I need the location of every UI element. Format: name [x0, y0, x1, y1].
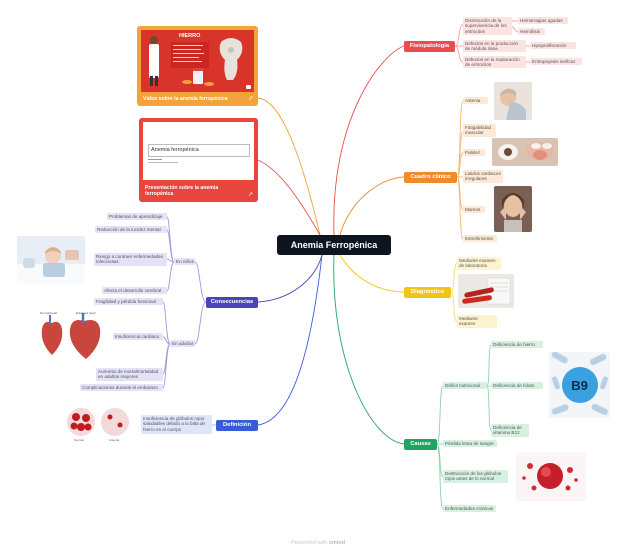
mareos-image — [494, 186, 532, 232]
cuadro-item-estrenimiento[interactable]: Estreñimiento — [463, 235, 497, 242]
ninos-reduccion-lucidez[interactable]: Reducción de la lucidez mental — [95, 226, 167, 233]
diagnostico-item-completo[interactable]: Mediante examen completo — [457, 315, 497, 328]
adultos-embarazo[interactable]: Complicaciones durante el embarazo — [80, 384, 163, 391]
red-cells-image — [516, 452, 586, 501]
consecuencias-en-adultos[interactable]: En adultos — [170, 340, 195, 347]
causas-destruccion-globulos[interactable]: Destrucción de los glóbulos rojos antes … — [443, 470, 508, 483]
external-link-icon[interactable]: ↗ — [247, 192, 253, 198]
fisio-item-3-child-1[interactable]: Eritropoyesis ineficaz — [530, 58, 582, 65]
definicion-text[interactable]: Insuficiencia de glóbulos rojos saludabl… — [141, 415, 212, 434]
heart-normal-label: Normal heart — [40, 311, 58, 315]
fisio-item-3[interactable]: Defectos en la maduración de eritrocitos — [463, 56, 526, 68]
branch-diagnostico[interactable]: Diagnóstico — [404, 287, 451, 298]
footer-brand: xmind — [328, 540, 346, 546]
cuadro-item-palidez[interactable]: Palidez — [463, 149, 485, 156]
causas-deficit-nutricional[interactable]: Déficit nutricional — [443, 382, 487, 389]
branch-cuadro-clinico[interactable]: Cuadro clínico — [404, 172, 457, 183]
video-card-title: Vídeo sobre la anemia ferropénica — [143, 96, 228, 102]
video-thumbnail[interactable]: HIERRO — [141, 30, 254, 92]
fisio-item-2[interactable]: Defectos en la producción de médula ósea — [463, 40, 526, 52]
ninos-desarrollo-cerebral[interactable]: Afecta el desarrollo cerebral — [102, 287, 167, 294]
cuadro-item-astenia[interactable]: Astenia — [463, 97, 488, 104]
presentation-card-title: Presentación sobre la anemia ferropénica — [145, 185, 219, 197]
fisio-item-1-child-2[interactable]: Hemólisis — [518, 28, 545, 35]
video-thumbnail-title: HIERRO — [179, 33, 201, 39]
causas-enfermedades-cronicas[interactable]: Enfermedades crónicas — [443, 505, 496, 512]
adultos-insuficiencia-cardiaca[interactable]: Insuficiencia cardiaca — [113, 333, 163, 340]
causas-deficit-hierro[interactable]: Deficiencia de hierro — [491, 341, 543, 348]
astenia-image — [494, 82, 532, 120]
blood-cells-comparison-image: Normal Anemia — [64, 405, 132, 444]
fisio-item-1-child-1[interactable]: Hemorragias agudas — [518, 17, 568, 24]
branch-fisiopatologia[interactable]: Fisiopatología — [404, 41, 455, 52]
adultos-mortalidad[interactable]: Aumento de mortalmortalidad en adultos m… — [96, 368, 163, 381]
adultos-fragilidad[interactable]: Fragilidad y pérdida funcional — [94, 298, 163, 305]
branch-consecuencias[interactable]: Consecuencias — [206, 297, 258, 308]
ninos-problemas-aprendizaje[interactable]: Problemas de aprendizaje — [107, 213, 167, 220]
central-topic[interactable]: Anemia Ferropénica — [277, 235, 391, 255]
branch-causas[interactable]: Causas — [404, 439, 437, 450]
video-card[interactable]: HIERRO Vídeo sobre la anemia ferropénica… — [137, 26, 258, 106]
b9-label: B9 — [571, 378, 588, 393]
lab-tubes-image — [458, 274, 514, 308]
slide-frame: Anemia ferropénica — [148, 144, 250, 157]
footer-prefix: Presented with — [290, 540, 328, 546]
causas-deficit-b12[interactable]: Deficiencia de vitamina B12 — [491, 424, 529, 437]
footer-watermark: Presented with xmind — [0, 540, 636, 546]
causas-perdida-sangre[interactable]: Pérdida lenta de sangre — [443, 440, 497, 447]
cuadro-item-fatigabilidad[interactable]: Fatigabilidad muscular — [463, 124, 496, 137]
cuadro-item-mareos[interactable]: Mareos — [463, 206, 485, 213]
ninos-riesgo-infecciosas[interactable]: Riesgo a contraer enfermedades infeccios… — [94, 253, 167, 266]
slide-title: Anemia ferropénica — [151, 147, 199, 153]
consecuencias-en-ninos[interactable]: En niños — [174, 258, 195, 265]
branch-definicion[interactable]: Definición — [216, 420, 258, 431]
blood-cells-normal-label: Normal — [74, 438, 84, 442]
causas-deficit-folato[interactable]: Deficiencia de folato — [491, 382, 543, 389]
heart-enlarged-label: Enlarged heart — [76, 311, 96, 315]
fisio-item-2-child-1[interactable]: Hipoproliferación — [530, 42, 576, 49]
diagnostico-item-laboratorio[interactable]: Mediante examen de laboratorio — [457, 257, 501, 270]
fisio-item-1[interactable]: Disminución de la supervivencia de los e… — [463, 17, 512, 35]
presentation-thumbnail[interactable]: Anemia ferropénica — [143, 122, 254, 180]
video-badge-icon — [246, 85, 251, 89]
cuadro-item-latidos[interactable]: Latidos cardiacos irregulares — [463, 170, 503, 183]
presentation-card[interactable]: Anemia ferropénica Presentación sobre la… — [139, 118, 258, 202]
b9-vitamin-image: B9 — [549, 352, 610, 418]
heart-comparison-image: Normal heart Enlarged heart — [34, 309, 104, 364]
sick-child-image — [17, 236, 85, 284]
palidez-image — [492, 138, 558, 166]
doctor-illustration — [149, 36, 243, 86]
blood-cells-anemia-label: Anemia — [109, 438, 120, 442]
slide-subtitle-lines — [148, 159, 178, 163]
external-link-icon[interactable]: ↗ — [247, 96, 253, 102]
